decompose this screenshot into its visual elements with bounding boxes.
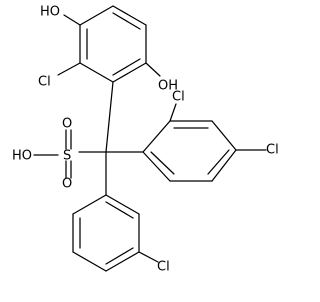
bond [105,194,140,215]
chloro-label: Cl [157,260,170,275]
hydroxyl-label: HO [12,149,32,164]
bond [112,62,147,83]
hydroxyl-label: HO [40,5,60,20]
chloro-label: Cl [38,75,51,90]
bond-inner [105,247,134,265]
chloro-label: Cl [172,90,185,105]
bond [142,151,171,182]
bond-inner [150,151,175,175]
right-ring [142,120,237,182]
structure-canvas: HO Cl OH Cl Cl O O HO S Cl [12,5,279,275]
upper-ring [79,5,147,83]
bond-to-chloro [57,62,81,76]
bond [72,194,107,215]
bond-to-chloro [169,103,177,122]
bond [211,149,237,182]
bond [72,251,107,272]
bond [105,251,140,272]
oxygen-label: O [62,177,72,192]
bond [79,62,114,83]
bond-inner [207,149,230,175]
bond [79,5,114,26]
lower-ring [72,194,140,272]
oxygen-label: O [62,117,72,132]
hydroxyl-label: OH [158,79,178,94]
bond-inner [112,12,141,30]
sulfur-label: S [63,149,71,164]
bond [112,5,147,26]
chloro-label: Cl [266,143,279,158]
bond [211,120,237,151]
bond-inner [112,58,141,76]
molecule-drawing: HO Cl OH Cl Cl O O HO S Cl [12,5,279,275]
bond-to-hydroxyl [145,62,161,77]
bond-to-central-carbon [105,81,114,153]
bond-to-chloro [138,251,159,263]
bond [142,120,171,153]
bond-to-hydroxyl [63,14,81,26]
bond-inner [105,201,134,219]
